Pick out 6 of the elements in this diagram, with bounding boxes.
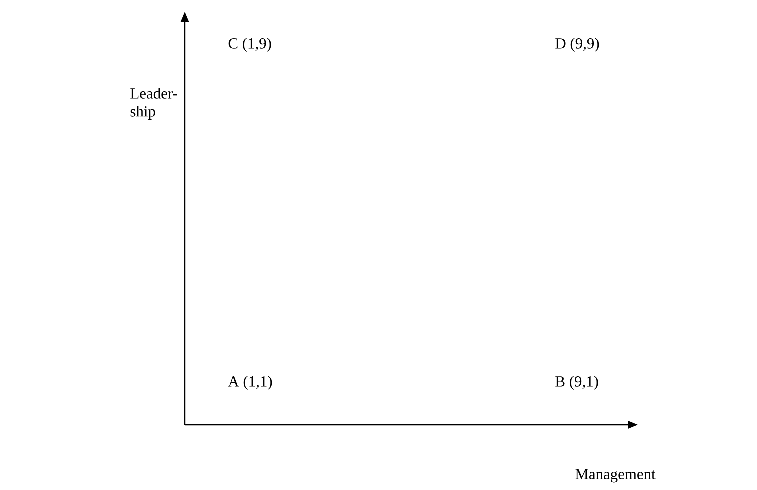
point-label: D (9,9) <box>556 38 600 52</box>
point-label: C (1,9) <box>228 38 272 52</box>
axis-label: Management <box>576 469 656 483</box>
point-label: A (1,1) <box>228 376 272 390</box>
point-label: B (9,1) <box>556 376 598 390</box>
axis-label: Leader- ship <box>130 88 178 120</box>
